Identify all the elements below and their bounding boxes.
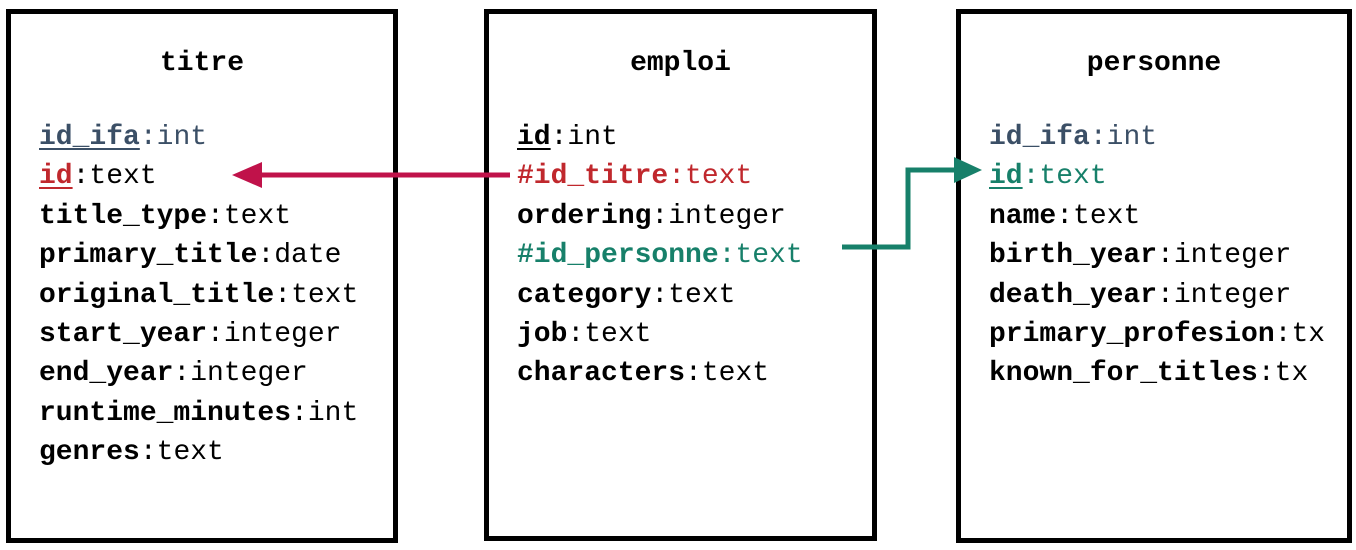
field-original-title: original_title:text: [39, 279, 359, 311]
field-fk-id-personne: #id_personne:text: [517, 240, 803, 272]
field-characters: characters:text: [517, 358, 770, 390]
field-known-for-titles: known_for_titles:tx: [989, 358, 1309, 390]
table-personne-title: personne: [1086, 48, 1222, 79]
table-emploi-fields: id:int #id_titre:text ordering:integer #…: [517, 118, 803, 394]
field-death-year: death_year:integer: [989, 279, 1292, 311]
table-personne: personne id_ifa:int id:text name:text bi…: [956, 9, 1352, 543]
field-primary-profesion: primary_profesion:tx: [989, 318, 1326, 350]
field-birth-year: birth_year:integer: [989, 240, 1292, 272]
table-personne-fields: id_ifa:int id:text name:text birth_year:…: [989, 118, 1325, 394]
field-job: job:text: [517, 318, 652, 350]
field-id: id:text: [39, 161, 157, 193]
field-runtime-minutes: runtime_minutes:int: [39, 397, 359, 429]
field-id: id:int: [517, 122, 618, 153]
field-id-ifa: id_ifa:int: [989, 122, 1158, 153]
table-titre-fields: id_ifa:int id:text title_type:text prima…: [39, 118, 358, 473]
field-id-ifa: id_ifa:int: [39, 122, 208, 153]
field-end-year: end_year:integer: [39, 358, 308, 390]
field-genres: genres:text: [39, 437, 224, 469]
field-category: category:text: [517, 279, 736, 311]
table-titre: titre id_ifa:int id:text title_type:text…: [6, 9, 398, 543]
table-emploi-title: emploi: [630, 48, 731, 79]
field-id: id:text: [989, 161, 1107, 193]
field-fk-id-titre: #id_titre:text: [517, 161, 753, 193]
field-title-type: title_type:text: [39, 200, 292, 232]
table-emploi: emploi id:int #id_titre:text ordering:in…: [484, 9, 877, 541]
field-primary-title: primary_title:date: [39, 240, 342, 272]
table-titre-title: titre: [159, 48, 244, 79]
field-start-year: start_year:integer: [39, 318, 342, 350]
field-name: name:text: [989, 200, 1141, 232]
field-ordering: ordering:integer: [517, 200, 786, 232]
